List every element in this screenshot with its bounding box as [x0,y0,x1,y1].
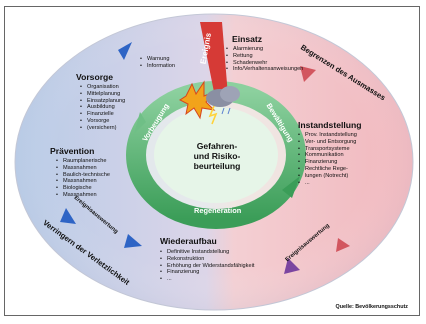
instandstellung-list: Prov. Instandstellung Ver- und Entsorgun… [298,132,357,186]
arrow-bottom-left2 [124,234,142,248]
ring-arrow-head-right [282,176,300,198]
list-item: Alarmierung [226,46,303,53]
list-item-cont: Massnahmen [56,192,110,199]
list-item: Schadenwehr [226,60,303,67]
list-item: Organisation [80,84,125,91]
list-item-cont: (versichern) [80,125,125,132]
ring-arrow-head-left [134,112,146,134]
arrow-bottom-left [60,208,76,224]
list-item: Finanzierung [298,159,357,166]
list-item-cont: Massnahmen [56,165,110,172]
list-item: Rekonstruktion [160,256,254,263]
wiederaufbau-title: Wiederaufbau [160,236,217,246]
list-item: Prov. Instandstellung [298,132,357,139]
center-disc [154,107,278,203]
arrow-right [336,238,350,252]
list-item: Finanzielle [80,111,125,118]
list-item: Transportsysteme [298,146,357,153]
list-item: Erhöhung der Widerstandsfähigkeit [160,263,254,270]
vorsorge-list: Organisation Mittelplanung Einsatzplanun… [80,84,125,132]
list-item-cont: Vorsorge [80,118,125,125]
einsatz-title: Einsatz [232,34,263,44]
list-item: Ver- und Entsorgung [298,139,357,146]
list-item: Finanzierung [160,269,254,276]
list-item: ... [298,180,357,187]
list-item: Definitive Instandstellung [160,249,254,256]
list-item: Warnung [140,56,175,63]
praevention-list: Raumplanerische Massnahmen Baulich-techn… [56,158,110,199]
center-title: Gefahren- und Risiko- beurteilung [187,141,247,171]
diagram-frame [4,6,420,316]
cycle-label-regeneration: Regeneration [194,206,242,215]
list-item: Rettung [226,53,303,60]
list-item: Rechtliche Rege- [298,166,357,173]
center-title-line1: Gefahren- [196,141,238,151]
explosion-storm-icon [179,80,240,125]
list-item-cont: lungen (Notrecht) [298,173,357,180]
praevention-title: Prävention [50,146,95,156]
arrow-top-left [118,42,132,60]
warning-list: Warnung Information [140,56,175,70]
vorsorge-title: Vorsorge [76,72,114,82]
list-item: Biologische [56,185,110,192]
list-item: Raumplanerische [56,158,110,165]
arrow-bottom-right [284,258,300,274]
center-title-line2: und Risiko- [193,151,241,161]
wiederaufbau-list: Definitive Instandstellung Rekonstruktio… [160,249,254,283]
list-item: Mittelplanung [80,91,125,98]
list-item: Information [140,63,175,70]
instandstellung-title: Instandstellung [298,120,362,130]
list-item: ... [160,276,254,283]
list-item-cont: Massnahmen [56,178,110,185]
list-item: Einsatzplanung [80,98,125,105]
center-title-line3: beurteilung [193,161,241,171]
einsatz-list: Alarmierung Rettung Schadenwehr Info/Ver… [226,46,303,73]
list-item: Kommunikation [298,152,357,159]
arrow-top-right [300,66,316,82]
list-item: Ausbildung [80,104,125,111]
source-credit: Quelle: Bevölkerungsschutz [335,304,409,310]
list-item: Baulich-technische [56,172,110,179]
list-item: Info/Verhaltensanweisungen [226,66,303,73]
event-wedge [200,22,228,96]
